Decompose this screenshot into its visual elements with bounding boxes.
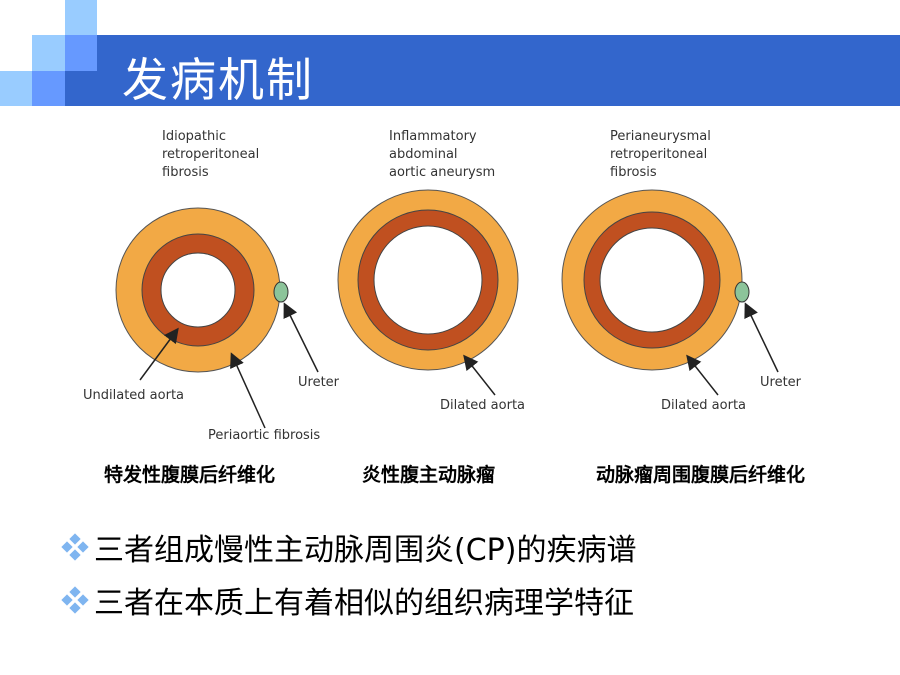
decor-square xyxy=(65,0,97,35)
bullet-item: 三者组成慢性主动脉周围炎(CP)的疾病谱 xyxy=(61,525,637,569)
label-dilated-aorta: Dilated aorta xyxy=(661,398,746,413)
slide-title: 发病机制 xyxy=(122,53,314,107)
label-ureter: Ureter xyxy=(298,375,340,390)
aortic-lumen xyxy=(160,252,236,328)
bullet-item: 三者在本质上有着相似的组织病理学特征 xyxy=(61,578,634,622)
decor-square xyxy=(32,71,65,106)
aortic-lumen xyxy=(373,225,483,335)
diagram-idiopathic-rpf: Idiopathic retroperitoneal fibrosis Undi… xyxy=(83,129,340,443)
heading-line: abdominal xyxy=(389,147,458,162)
heading-line: Idiopathic xyxy=(162,129,226,144)
aortic-lumen xyxy=(599,227,705,333)
diagram-inflammatory-aaa: Inflammatory abdominal aortic aneurysm D… xyxy=(337,129,525,413)
label-dilated-aorta: Dilated aorta xyxy=(440,398,525,413)
label-ureter: Ureter xyxy=(760,375,802,390)
decor-square xyxy=(32,35,65,71)
diamond-bullet-icon xyxy=(61,586,89,614)
title-band xyxy=(65,35,900,106)
decor-square xyxy=(0,71,32,106)
heading-line: aortic aneurysm xyxy=(389,165,495,180)
caption-idiopathic-rpf: 特发性腹膜后纤维化 xyxy=(104,464,276,486)
ureter xyxy=(734,281,750,303)
decor-square xyxy=(65,35,97,71)
heading-line: retroperitoneal xyxy=(162,147,259,162)
bullet-text: 三者在本质上有着相似的组织病理学特征 xyxy=(94,586,634,621)
caption-inflammatory-aaa: 炎性腹主动脉瘤 xyxy=(362,464,496,486)
heading-line: Perianeurysmal xyxy=(610,129,711,144)
label-undilated-aorta: Undilated aorta xyxy=(83,388,184,403)
diamond-bullet-icon xyxy=(61,533,89,561)
heading-line: fibrosis xyxy=(162,165,209,180)
ureter xyxy=(273,281,289,303)
caption-perianeurysmal-rpf: 动脉瘤周围腹膜后纤维化 xyxy=(596,464,806,486)
label-periaortic-fibrosis: Periaortic fibrosis xyxy=(208,428,320,443)
diagram-perianeurysmal-rpf: Perianeurysmal retroperitoneal fibrosis … xyxy=(561,129,802,413)
bullet-text: 三者组成慢性主动脉周围炎(CP)的疾病谱 xyxy=(94,533,637,568)
heading-line: Inflammatory xyxy=(389,129,477,144)
heading-line: fibrosis xyxy=(610,165,657,180)
heading-line: retroperitoneal xyxy=(610,147,707,162)
